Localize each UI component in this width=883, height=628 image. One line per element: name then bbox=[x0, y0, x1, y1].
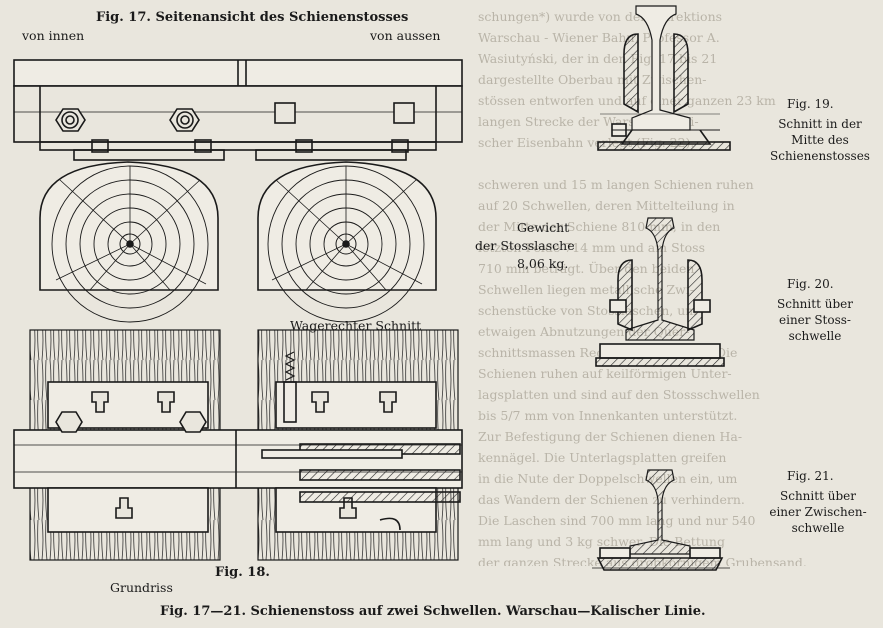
fig18-plan-view bbox=[13, 329, 463, 561]
main-caption: Fig. 17—21. Schienenstoss auf zwei Schwe… bbox=[160, 604, 706, 619]
fig17-title: Fig. 17. Seitenansicht des Schienenstoss… bbox=[96, 10, 409, 25]
bleed-line: dargestellte Oberbau mit Zwischen- bbox=[478, 72, 707, 87]
label-von-innen: von innen bbox=[22, 28, 85, 43]
bleed-line: Schienen ruhen auf keilförmigen Unter- bbox=[478, 366, 732, 381]
bleed-line: auf 20 Schwellen, deren Mittelteilung in bbox=[478, 198, 735, 213]
label-wagerechter-schnitt: Wagerechter Schnitt bbox=[290, 318, 422, 333]
fig19-caption: Schnitt in der Mitte des Schienenstosses bbox=[770, 117, 870, 163]
bleed-line: Zur Befestigung der Schienen dienen Ha- bbox=[478, 429, 743, 444]
fig20-number: Fig. 20. bbox=[787, 277, 834, 291]
label-von-aussen: von aussen bbox=[370, 28, 441, 43]
bleed-line: schweren und 15 m langen Schienen ruhen bbox=[478, 177, 754, 192]
weight-line1: Gewicht bbox=[517, 220, 570, 235]
bleed-line: lagsplatten und sind auf den Stossschwel… bbox=[478, 387, 760, 402]
bleed-line: schenstücke von Stosslaschen, um bbox=[478, 303, 698, 318]
fig17-side-view bbox=[13, 59, 463, 323]
fig21-caption: Schnitt über einer Zwischen- schwelle bbox=[769, 489, 867, 535]
fig19-number: Fig. 19. bbox=[787, 97, 834, 111]
label-grundriss: Grundriss bbox=[110, 580, 173, 595]
fig19-cross-section bbox=[597, 5, 731, 151]
fig21-number: Fig. 21. bbox=[787, 469, 834, 483]
fig18-number: Fig. 18. bbox=[215, 565, 270, 580]
fig20-caption: Schnitt über einer Stoss- schwelle bbox=[777, 297, 853, 343]
sleeper-end-left bbox=[39, 161, 219, 323]
weight-line2: der Stosslasche bbox=[475, 238, 575, 253]
bleed-line: kennägel. Die Unterlagsplatten greifen bbox=[478, 450, 727, 465]
bleed-line: Schwellen liegen metallische Zwi- bbox=[478, 282, 695, 297]
bleed-line: letzten Felde 714 mm und am Stoss bbox=[478, 240, 706, 255]
bleed-line: bis 5/7 mm von Innenkanten unterstützt. bbox=[478, 408, 738, 423]
sleeper-end-right bbox=[257, 161, 437, 323]
bolt-icon bbox=[55, 108, 86, 132]
bolt-icon bbox=[169, 108, 200, 132]
bleed-line: das Wandern der Schienen zu verhindern. bbox=[478, 492, 745, 507]
fig20-cross-section bbox=[595, 217, 725, 367]
bleed-line: 710 mm beträgt. Über den beiden bbox=[478, 261, 695, 276]
bleed-line: Die Laschen sind 700 mm lang und nur 540 bbox=[478, 513, 756, 528]
fig21-cross-section bbox=[592, 469, 730, 571]
weight-line3: 8,06 kg. bbox=[517, 256, 569, 271]
